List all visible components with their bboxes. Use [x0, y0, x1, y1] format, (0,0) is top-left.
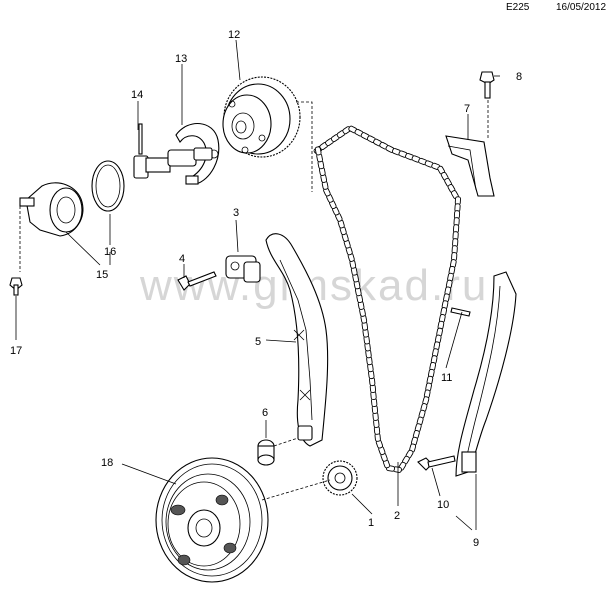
callout-18: 18: [101, 457, 113, 469]
chain-tensioner: [225, 255, 261, 283]
callout-2: 2: [394, 510, 400, 522]
timing-chain: [313, 125, 461, 473]
callout-8: 8: [516, 71, 522, 83]
callout-13: 13: [175, 53, 187, 65]
callout-11: 11: [441, 372, 452, 384]
guide-pin-11: [450, 307, 471, 317]
callout-4: 4: [179, 253, 185, 265]
callout-7: 7: [464, 103, 470, 115]
diagram-date: 16/05/2012: [556, 2, 607, 13]
oil-control-valve: [133, 123, 213, 179]
callout-10: 10: [437, 499, 449, 511]
dash-18: [261, 479, 331, 501]
bolt-17: [9, 277, 23, 296]
callout-9: 9: [473, 537, 479, 549]
solenoid-housing: [19, 182, 84, 237]
bolt-4: [177, 271, 217, 291]
diagram-code: E225: [506, 2, 530, 13]
callout-5: 5: [255, 336, 261, 348]
callout-1: 1: [368, 517, 374, 529]
bracket-12: [296, 101, 313, 192]
crankshaft-sprocket: [322, 460, 358, 496]
fixed-guide-rail: [455, 271, 517, 477]
callout-labels: 1 2 3 4 5 6 7 8 9 10 11 12 13 14 15 16 1…: [10, 29, 522, 549]
callout-16: 16: [104, 246, 116, 258]
chain-link: [314, 146, 322, 156]
crankshaft-pulley: [155, 457, 269, 583]
callout-15: 15: [96, 269, 108, 281]
tensioner-guide-rail: [265, 233, 329, 447]
bolt-10: [417, 455, 456, 471]
callout-14: 14: [131, 89, 143, 101]
chain-tensioner-plate: [175, 122, 220, 185]
callout-17: 17: [10, 345, 22, 357]
callout-6: 6: [262, 407, 268, 419]
guide-pin-6: [257, 439, 275, 466]
o-ring: [91, 160, 125, 212]
chain-guide-bracket: [445, 135, 495, 197]
leader-lines: [15, 39, 500, 531]
callout-12: 12: [228, 29, 240, 41]
camshaft-adjuster-sprocket: [222, 76, 301, 158]
bolt-8: [479, 71, 495, 99]
callout-3: 3: [233, 207, 239, 219]
dash-6: [273, 437, 299, 447]
